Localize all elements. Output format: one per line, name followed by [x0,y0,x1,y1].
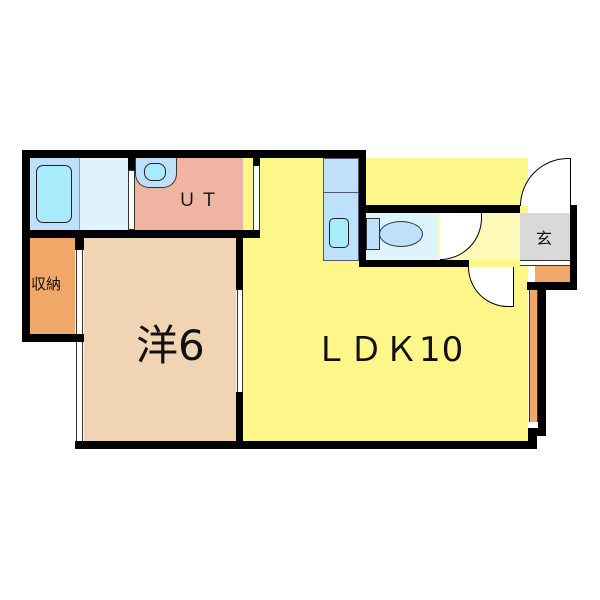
window-ut [253,166,260,230]
ldk-door-leaf [513,267,514,307]
wall [75,441,537,449]
window-west [76,342,83,441]
entrance-door-leaf [570,158,571,206]
storage-room [30,238,75,334]
toilet-bowl [379,221,423,247]
wall [528,428,546,436]
entrance-label: 玄 [536,229,553,248]
wall [75,334,84,342]
wall [538,282,546,432]
wall [253,158,260,166]
western-room [84,238,236,441]
storage-door [76,250,83,334]
entrance [520,213,570,260]
wall [22,334,78,342]
wall [359,260,469,267]
window-interior [237,290,243,392]
wall [236,392,243,441]
washbasin-bowl [144,163,166,181]
wall [528,430,537,449]
ut-label: ＵＴ [178,190,222,211]
kitchen-sink [329,218,349,248]
wall [22,238,30,342]
wall [22,230,260,238]
entrance-window [520,260,570,266]
wall [359,205,520,213]
wall [22,150,362,158]
wall [236,238,243,290]
storage-label: 収納 [31,275,62,293]
bathtub-basin [36,165,72,223]
wall [75,238,84,250]
toilet-tank [366,218,380,250]
bath-door [128,170,135,230]
wall [128,150,135,170]
kitchen-divider [323,192,359,193]
shoe-storage [535,266,570,282]
wall [22,150,30,242]
window-east [529,290,538,422]
wall [570,205,577,285]
ldk-label: ＬＤＫ10 [314,330,465,370]
wall [527,282,577,290]
western-label: 洋6 [136,321,205,370]
